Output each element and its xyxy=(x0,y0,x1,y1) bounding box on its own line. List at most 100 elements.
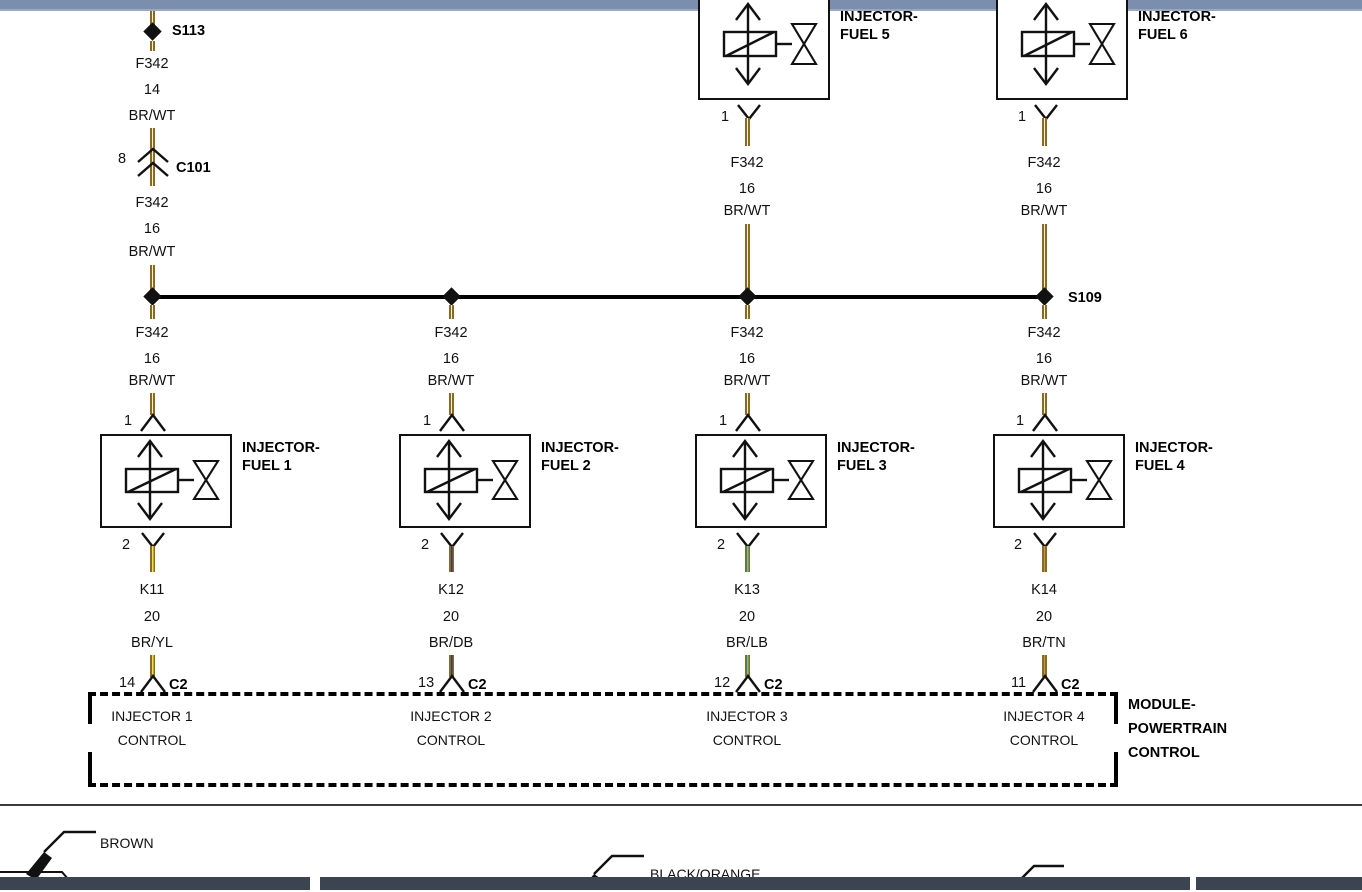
injector-fuel-5-name: INJECTOR- FUEL 5 xyxy=(840,8,918,44)
wire-branch-4-top xyxy=(1042,305,1047,319)
branch-4-gauge: 16 xyxy=(1035,351,1053,367)
pcm-function-3-line1: INJECTOR 3 xyxy=(706,708,788,724)
injector-fuel-4-box[interactable] xyxy=(993,434,1125,528)
injector-fuel-3-box[interactable] xyxy=(695,434,827,528)
wire-injector-5-feed xyxy=(745,118,750,146)
injector-fuel-5-color: BR/WT xyxy=(723,203,771,219)
pcm-connector-c2-3: C2 xyxy=(764,677,783,693)
injector-fuel-2-name: INJECTOR- FUEL 2 xyxy=(541,439,619,475)
k12-circuit: K12 xyxy=(438,582,464,598)
k13-color: BR/LB xyxy=(726,635,768,651)
splice-dot-s109-4 xyxy=(1035,287,1054,306)
injector-fuel-2-symbol xyxy=(423,439,519,521)
branch-2-color: BR/WT xyxy=(427,373,475,389)
pcm-box-right-edge-upper xyxy=(1114,694,1118,724)
injector-fuel-2-pin-in: 1 xyxy=(423,413,432,429)
pcm-connector-c2-2: C2 xyxy=(468,677,487,693)
wire-k12-upper xyxy=(449,546,454,572)
injector-fuel-5-symbol xyxy=(722,2,818,86)
pcm-connector-c2-1: C2 xyxy=(169,677,188,693)
pcm-box-left-edge-upper xyxy=(88,694,92,724)
wire-k11-upper xyxy=(150,546,155,572)
injector-fuel-3-name: INJECTOR- FUEL 3 xyxy=(837,439,915,475)
splice-label-s109: S109 xyxy=(1068,290,1102,306)
injector-fuel-1-box[interactable] xyxy=(100,434,232,528)
wire-branch-2-bottom xyxy=(449,393,454,415)
pcm-function-2-line1: INJECTOR 2 xyxy=(410,708,492,724)
injector-fuel-5-name-line2: FUEL 5 xyxy=(840,27,890,44)
injector-fuel-3-pin-in: 1 xyxy=(719,413,728,429)
wire-k14-lower xyxy=(1042,655,1047,677)
connector-c101-icon xyxy=(137,147,169,177)
injector-fuel-5-name-line1: INJECTOR- xyxy=(840,9,918,25)
injector-fuel-3-name-line2: FUEL 3 xyxy=(837,458,887,475)
injector-fuel-3-pin-out: 2 xyxy=(717,537,726,553)
injector-fuel-6-name-line1: INJECTOR- xyxy=(1138,9,1216,25)
wire-circuit-s113-c101: F342 xyxy=(135,56,169,72)
injector-fuel-2-name-line2: FUEL 2 xyxy=(541,458,591,475)
injector-fuel-5-circuit: F342 xyxy=(730,155,764,171)
pcm-c2-pin13-connector-icon xyxy=(439,674,465,693)
injector-fuel-3-symbol xyxy=(719,439,815,521)
injector-fuel-4-name: INJECTOR- FUEL 4 xyxy=(1135,439,1213,475)
injector-fuel-5-box[interactable] xyxy=(698,0,830,100)
injector-fuel-6-pin: 1 xyxy=(1018,109,1027,125)
wire-branch-4-bottom xyxy=(1042,393,1047,415)
splice-dot-s109-1 xyxy=(143,287,162,306)
branch-4-color: BR/WT xyxy=(1020,373,1068,389)
pcm-function-3-line2: CONTROL xyxy=(712,732,782,748)
window-top-bar-shadow xyxy=(0,9,1362,11)
injector-fuel-6-color: BR/WT xyxy=(1020,203,1068,219)
injector-fuel-6-symbol xyxy=(1020,2,1116,86)
branch-4-circuit: F342 xyxy=(1027,325,1061,341)
branch-2-circuit: F342 xyxy=(434,325,468,341)
wire-branch-3-bottom xyxy=(745,393,750,415)
pcm-c2-pin12-connector-icon xyxy=(735,674,761,693)
pcm-function-1-line1: INJECTOR 1 xyxy=(111,708,193,724)
wire-circuit-c101-s109: F342 xyxy=(135,195,169,211)
wire-k14-upper xyxy=(1042,546,1047,572)
window-bottom-bar-gap-right xyxy=(1190,877,1196,890)
connector-c101-pin: 8 xyxy=(118,151,127,167)
k11-color: BR/YL xyxy=(131,635,173,651)
branch-1-gauge: 16 xyxy=(143,351,161,367)
legend-brown-label: BROWN xyxy=(100,835,154,851)
injector-fuel-6-name: INJECTOR- FUEL 6 xyxy=(1138,8,1216,44)
k13-circuit: K13 xyxy=(734,582,760,598)
wire-gauge-s113-c101: 14 xyxy=(143,82,161,98)
wire-injector-5-to-s109 xyxy=(745,224,750,291)
wire-branch-1-bottom xyxy=(150,393,155,415)
branch-3-gauge: 16 xyxy=(738,351,756,367)
injector-fuel-1-name-line2: FUEL 1 xyxy=(242,458,292,475)
k14-color: BR/TN xyxy=(1022,635,1066,651)
k13-gauge: 20 xyxy=(738,609,756,625)
injector-fuel-2-pin-out: 2 xyxy=(421,537,430,553)
injector-fuel-4-pin-out: 2 xyxy=(1014,537,1023,553)
wire-injector-6-to-s109 xyxy=(1042,224,1047,291)
wire-k13-lower xyxy=(745,655,750,677)
window-bottom-bar[interactable] xyxy=(0,877,1362,890)
legend-black-arrow-icon xyxy=(1017,864,1064,883)
injector-fuel-4-name-line2: FUEL 4 xyxy=(1135,458,1185,475)
k14-circuit: K14 xyxy=(1031,582,1057,598)
wire-branch-3-top xyxy=(745,305,750,319)
injector-fuel-6-box[interactable] xyxy=(996,0,1128,100)
injector-fuel-2-box[interactable] xyxy=(399,434,531,528)
branch-2-gauge: 16 xyxy=(442,351,460,367)
module-name-line1: MODULE- xyxy=(1128,697,1196,713)
injector-fuel-4-pin1-connector-icon xyxy=(1032,413,1058,432)
pcm-pin-14: 14 xyxy=(119,675,136,691)
k11-circuit: K11 xyxy=(139,582,165,598)
branch-1-color: BR/WT xyxy=(128,373,176,389)
injector-fuel-1-pin-out: 2 xyxy=(122,537,131,553)
wire-below-s113 xyxy=(150,41,155,51)
injector-fuel-1-symbol xyxy=(124,439,220,521)
injector-fuel-3-name-line1: INJECTOR- xyxy=(837,440,915,456)
wire-branch-1-top xyxy=(150,305,155,319)
wire-into-s109-left xyxy=(150,265,155,291)
window-top-bar xyxy=(0,0,1362,9)
injector-fuel-3-pin1-connector-icon xyxy=(735,413,761,432)
k14-gauge: 20 xyxy=(1035,609,1053,625)
injector-fuel-2-pin1-connector-icon xyxy=(439,413,465,432)
